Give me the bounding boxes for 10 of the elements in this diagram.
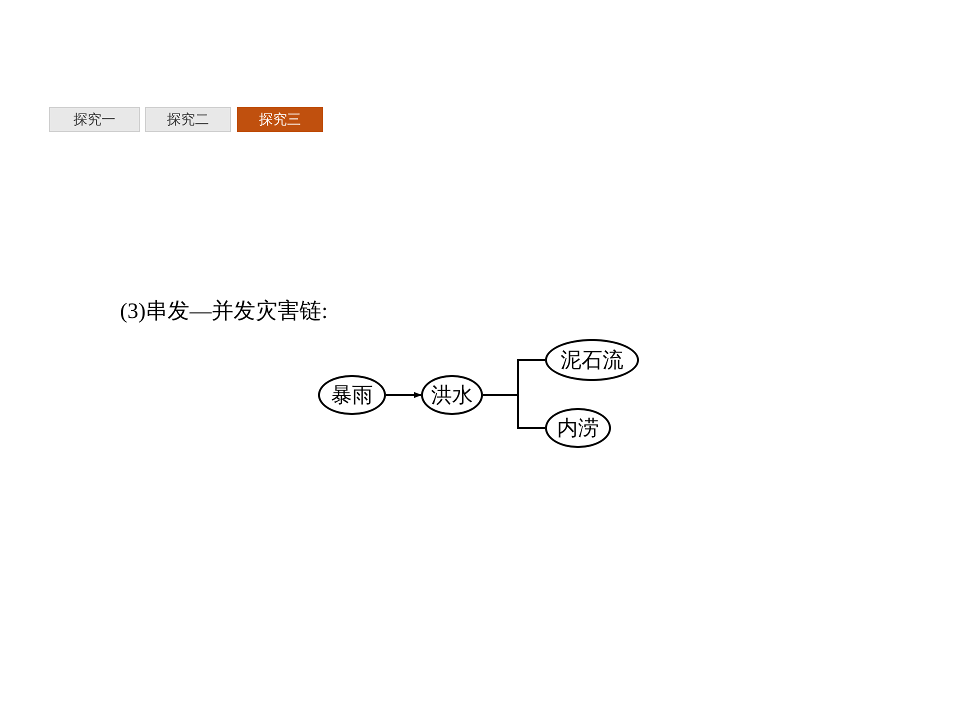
ellipse-node: 暴雨	[318, 375, 386, 415]
tab: 探究二	[145, 107, 231, 132]
arrow	[386, 392, 422, 398]
ellipse-node: 洪水	[421, 375, 483, 415]
tab: 探究三	[237, 107, 323, 132]
connector-line	[483, 394, 545, 429]
heading: (3)串发—并发灾害链:	[120, 297, 328, 325]
ellipse-node: 内涝	[545, 408, 611, 448]
ellipse-node: 泥石流	[545, 339, 639, 381]
tab: 探究一	[49, 107, 140, 132]
